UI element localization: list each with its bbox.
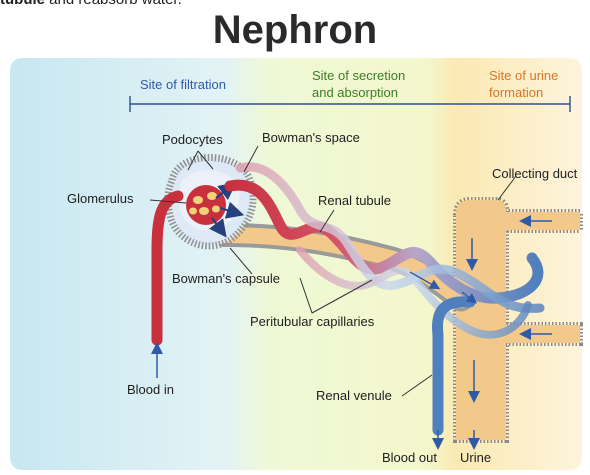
label-urine: Urine <box>460 450 491 465</box>
label-renal-tubule: Renal tubule <box>318 193 391 208</box>
label-collecting-duct: Collecting duct <box>492 166 578 181</box>
label-renal-venule: Renal venule <box>316 388 392 403</box>
label-blood-in: Blood in <box>127 382 174 397</box>
glomerulus <box>186 185 226 225</box>
label-peritubular-capillaries: Peritubular capillaries <box>250 314 375 329</box>
label-blood-out: Blood out <box>382 450 437 465</box>
zone-secretion-label-2: and absorption <box>312 85 398 100</box>
zone-urine-label-1: Site of urine <box>489 68 558 83</box>
zone-secretion-label-1: Site of secretion <box>312 68 405 83</box>
label-glomerulus: Glomerulus <box>67 191 134 206</box>
label-bowmans-capsule: Bowman's capsule <box>172 271 280 286</box>
label-bowmans-space: Bowman's space <box>262 130 360 145</box>
zone-urine-label-2: formation <box>489 85 543 100</box>
label-podocytes: Podocytes <box>162 132 223 147</box>
zone-filtration-label: Site of filtration <box>140 77 226 92</box>
